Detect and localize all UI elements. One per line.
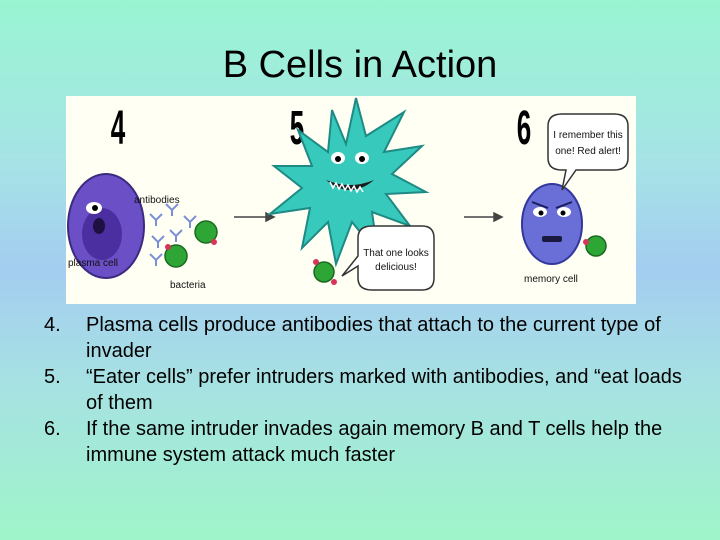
step-number-4: 4 [111,102,126,156]
memory-speech-line-2: one! Red alert! [555,146,621,157]
eater-speech-line-1: That one looks [363,248,429,259]
list-item-number: 4. [44,314,61,336]
bacteria-marked-illustration [313,259,337,285]
list-item: 6. If the same intruder invades again me… [44,416,684,468]
antibodies-label: antibodies [134,195,180,206]
memory-speech-line-1: I remember this [553,130,622,141]
antibodies-illustration [149,203,197,266]
plasma-cell-label: plasma cell [68,258,118,269]
eater-cell-illustration [266,97,430,268]
arrow-icon [234,211,276,223]
list-item-text: If the same intruder invades again memor… [86,418,663,466]
slide-title: B Cells in Action [222,44,498,86]
eater-speech-line-2: delicious! [375,262,417,273]
plasma-cell-illustration [67,173,145,279]
list-item-text: Plasma cells produce antibodies that att… [86,314,661,362]
bacteria-label: bacteria [170,280,206,291]
list-item: 5. “Eater cells” prefer intruders marked… [44,364,684,416]
list-item-number: 6. [44,418,61,440]
step-number-6: 6 [517,102,531,156]
eater-speech-bubble: That one looks delicious! [341,225,435,291]
list-item-number: 5. [44,366,61,388]
memory-speech-bubble: I remember this one! Red alert! [547,113,629,191]
bullet-list: 4. Plasma cells produce antibodies that … [44,312,684,468]
list-item-text: “Eater cells” prefer intruders marked wi… [86,366,682,414]
b-cell-diagram: 4 5 6 antibodies plasma cell [66,96,636,304]
list-item: 4. Plasma cells produce antibodies that … [44,312,684,364]
memory-cell-label: memory cell [524,274,578,285]
arrow-icon [464,211,504,223]
bacteria-illustration [164,220,218,268]
memory-cell-illustration [521,183,607,265]
